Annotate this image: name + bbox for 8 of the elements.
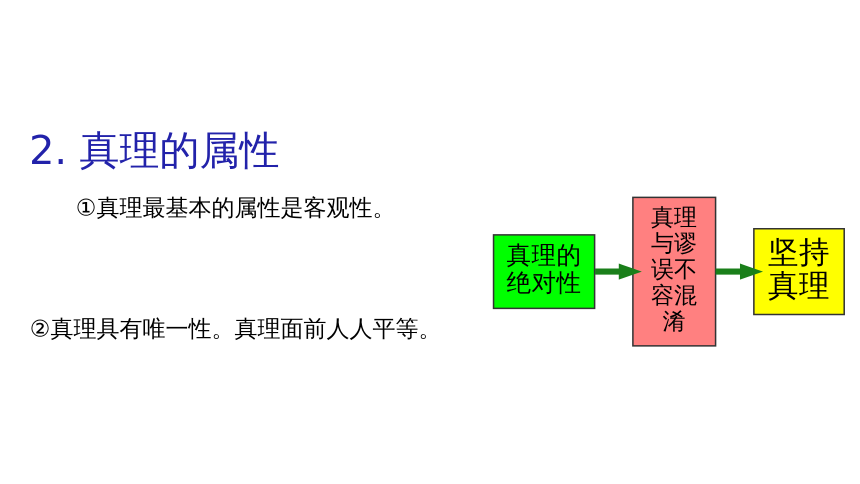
arrow <box>716 263 764 280</box>
diagram-title: 2. 真理的属性 <box>29 128 280 174</box>
label: ①真理最基本的属性是客观性。 <box>76 195 396 222</box>
node-box: 坚持真理 <box>753 227 845 315</box>
arrow <box>595 263 642 280</box>
node-box: 真理的绝对性 <box>492 234 596 309</box>
label: ②真理具有唯一性。真理面前人人平等。 <box>30 316 442 342</box>
node-box: 真理与谬误不容混淆 <box>632 196 716 346</box>
